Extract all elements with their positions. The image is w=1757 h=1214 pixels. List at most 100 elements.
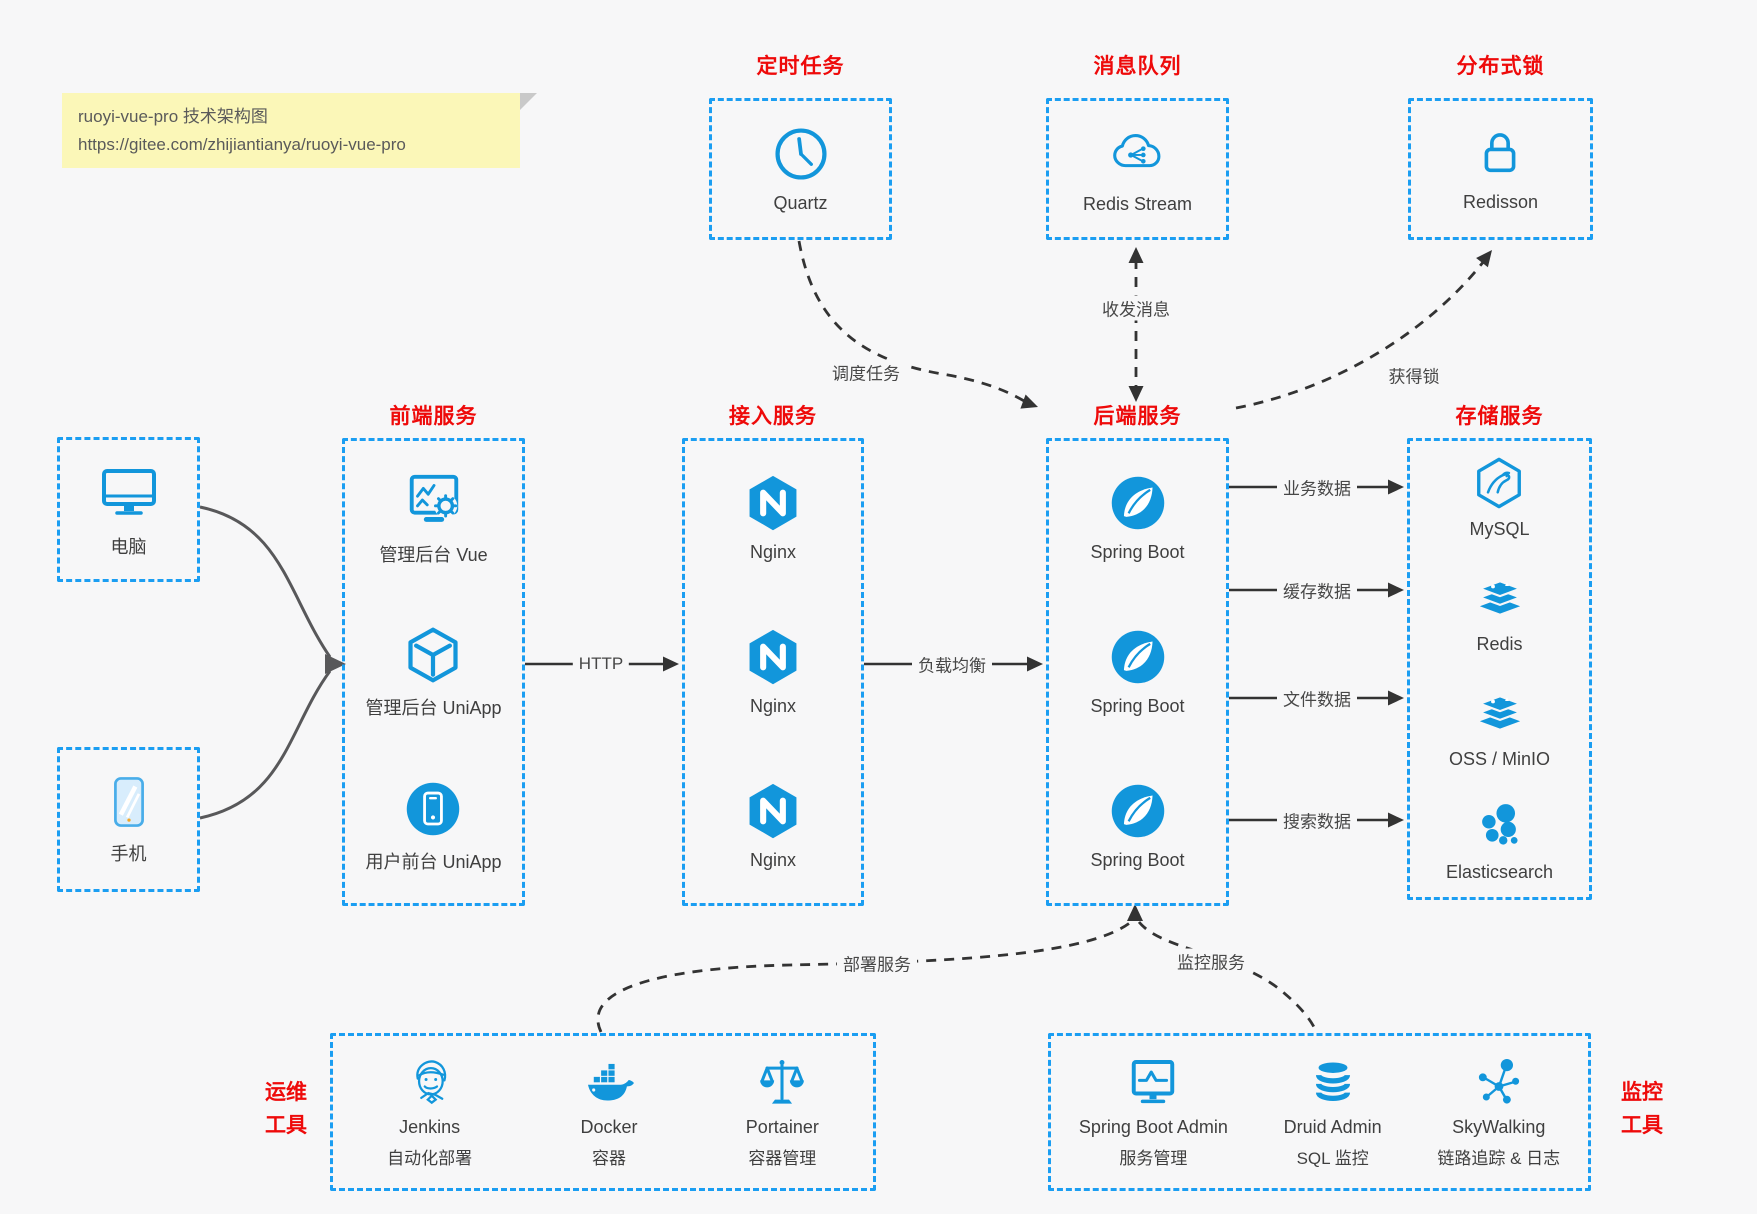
nginx-icon (743, 627, 803, 687)
group-box-ops: Jenkins 自动化部署 Docker 容器 Portainer 容器管理 (330, 1033, 876, 1191)
node-name: Spring Boot Admin (1078, 1117, 1228, 1138)
node-label: Nginx (749, 850, 797, 870)
edge-label-load-balance: 负载均衡 (912, 651, 992, 677)
edge-label-message: 收发消息 (1096, 295, 1176, 321)
column-title-storage: 存储服务 (1455, 405, 1544, 428)
node-mysql: MySQL (1469, 456, 1530, 540)
column-title-gateway: 接入服务 (729, 405, 817, 428)
monitor-service-curve (1137, 921, 1318, 1032)
node-desc: 链路追踪 & 日志 (1437, 1148, 1561, 1168)
node-label: Quartz (773, 193, 828, 213)
column-box-gateway: Nginx Nginx Nginx (682, 438, 864, 906)
column-title-backend: 后端服务 (1093, 405, 1182, 428)
docker-whale-icon (581, 1055, 637, 1111)
node-springboot-2: Spring Boot (1090, 627, 1185, 717)
topology-icon (1471, 1055, 1527, 1111)
database-icon (1305, 1055, 1361, 1111)
cube-icon (403, 625, 463, 685)
note-url: https://gitee.com/zhijiantianya/ruoyi-vu… (78, 134, 406, 154)
spring-leaf-icon (1108, 627, 1168, 687)
node-oss-minio: OSS / MinIO (1449, 684, 1550, 770)
node-redis: Redis (1472, 569, 1528, 655)
node-name: Portainer (745, 1117, 819, 1138)
node-pc: 电脑 (97, 460, 161, 559)
node-druid-admin: Druid Admin SQL 监控 (1284, 1055, 1382, 1169)
node-label: Nginx (749, 696, 797, 716)
edge-label-schedule-task: 调度任务 (826, 359, 906, 385)
mobile-to-frontend-curve (199, 670, 332, 820)
group-title-line: 监控 (1621, 1081, 1663, 1104)
node-elasticsearch: Elasticsearch (1446, 799, 1553, 883)
clock-icon (771, 124, 831, 184)
group-title-line: 工具 (265, 1113, 307, 1137)
edge-label-monitor-service: 监控服务 (1171, 948, 1251, 974)
monitor-chart-icon (1125, 1055, 1181, 1111)
group-box-monitoring: Spring Boot Admin 服务管理 Druid Admin SQL 监… (1048, 1033, 1591, 1191)
spring-leaf-icon (1108, 473, 1168, 533)
group-title-line: 工具 (1621, 1113, 1663, 1137)
node-redis-stream: Redis Stream (1083, 123, 1192, 215)
node-docker: Docker 容器 (580, 1055, 637, 1169)
schedule-task-curve (797, 240, 1027, 404)
group-title-scheduler: 定时任务 (756, 55, 845, 78)
node-nginx-1: Nginx (743, 473, 803, 563)
edge-label-search-data: 搜索数据 (1277, 807, 1357, 833)
mobile-app-icon (403, 779, 463, 839)
node-label: Elasticsearch (1445, 861, 1554, 882)
pc-to-frontend-curve (199, 505, 332, 658)
edge-label-file-data: 文件数据 (1277, 685, 1357, 711)
admin-screen-gear-icon (403, 470, 465, 532)
column-title-frontend: 前端服务 (389, 405, 478, 428)
node-nginx-3: Nginx (743, 781, 803, 871)
node-label: Spring Boot (1090, 850, 1185, 870)
edge-label-cache-data: 缓存数据 (1277, 577, 1357, 603)
deploy-service-curve (596, 920, 1132, 1033)
node-label: MySQL (1469, 518, 1530, 539)
node-name: Docker (580, 1117, 638, 1138)
padlock-icon (1471, 125, 1529, 183)
node-admin-vue: 管理后台 Vue (379, 470, 488, 567)
jenkins-butler-icon (402, 1055, 458, 1111)
edge-label-http: HTTP (572, 654, 630, 674)
node-label: OSS / MinIO (1448, 748, 1551, 769)
node-label: 电脑 (110, 537, 147, 557)
column-box-backend: Spring Boot Spring Boot Spring Boot (1046, 438, 1229, 906)
node-label: Redis Stream (1082, 194, 1193, 214)
desktop-icon (97, 460, 161, 524)
node-label: 用户前台 UniApp (365, 851, 502, 872)
client-box-pc: 电脑 (57, 437, 200, 582)
group-box-mq: Redis Stream (1046, 98, 1229, 240)
group-box-lock: Redisson (1408, 98, 1593, 240)
node-desc: 自动化部署 (387, 1148, 473, 1168)
node-desc: 容器 (591, 1148, 626, 1168)
column-box-frontend: 管理后台 Vue 管理后台 UniApp 用户前台 UniApp (342, 438, 525, 906)
node-desc: 服务管理 (1119, 1148, 1188, 1168)
spring-leaf-icon (1108, 781, 1168, 841)
node-label: Redisson (1462, 192, 1539, 212)
node-label: 管理后台 Vue (379, 545, 488, 566)
node-jenkins: Jenkins 自动化部署 (387, 1055, 472, 1169)
edge-label-acquire-lock: 获得锁 (1382, 362, 1446, 388)
node-spring-boot-admin: Spring Boot Admin 服务管理 (1079, 1055, 1228, 1169)
group-title-line: 运维 (265, 1081, 307, 1104)
node-name: Jenkins (399, 1117, 461, 1138)
edge-label-business-data: 业务数据 (1277, 474, 1357, 500)
elasticsearch-cluster-icon (1472, 799, 1526, 853)
sticky-note: ruoyi-vue-pro 技术架构图 https://gitee.com/zh… (62, 93, 537, 169)
node-portainer: Portainer 容器管理 (746, 1055, 819, 1169)
client-merge-arrowhead (325, 654, 346, 674)
nginx-icon (743, 473, 803, 533)
group-title-mq: 消息队列 (1093, 55, 1182, 78)
node-admin-uniapp: 管理后台 UniApp (365, 625, 502, 720)
mysql-dolphin-icon (1472, 456, 1526, 510)
node-user-uniapp: 用户前台 UniApp (365, 779, 502, 874)
node-redisson: Redisson (1463, 125, 1538, 213)
node-springboot-3: Spring Boot (1090, 781, 1185, 871)
node-nginx-2: Nginx (743, 627, 803, 717)
node-label: Nginx (749, 542, 797, 562)
cloud-stream-icon (1106, 123, 1168, 185)
node-label: Redis (1476, 633, 1523, 654)
arrowheads (663, 247, 1492, 921)
